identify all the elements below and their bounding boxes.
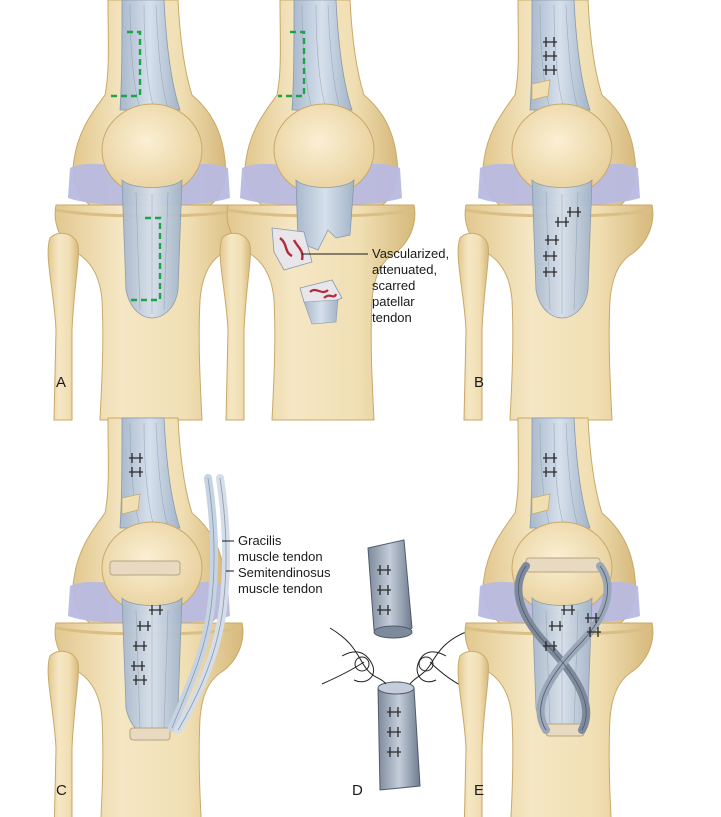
panel-d-graft-suture-detail	[321, 539, 471, 791]
callout-line: muscle tendon	[238, 581, 323, 596]
panel-label-c: C	[56, 782, 67, 799]
callout-gracilis: Gracilis muscle tendon	[238, 533, 323, 565]
panel-label-e: E	[474, 782, 485, 799]
callout-semitendinosus: Semitendinosus muscle tendon	[238, 565, 331, 597]
callout-line: Gracilis	[238, 533, 282, 548]
callout-line: Vascularized,	[372, 246, 450, 261]
callout-scarred-patellar-tendon: Vascularized, attenuated, scarred patell…	[372, 246, 449, 326]
callout-line: muscle tendon	[238, 549, 323, 564]
cut-line-icon	[110, 30, 142, 98]
callout-line: tendon	[372, 310, 412, 325]
panel-a-scarred-knee	[218, 0, 417, 422]
panel-label-b: B	[474, 374, 485, 391]
callout-line: attenuated,	[372, 262, 438, 277]
panel-e-knee	[456, 416, 655, 817]
panel-a-knee	[46, 0, 245, 422]
panel-c-knee	[46, 416, 245, 817]
callout-line: Semitendinosus	[238, 565, 331, 580]
panel-b-knee	[456, 0, 655, 422]
panel-label-d: D	[352, 782, 363, 799]
fixation-pin-icon	[109, 560, 181, 576]
callout-line: scarred	[372, 278, 416, 293]
callout-line: patellar	[372, 294, 415, 309]
panel-label-a: A	[56, 374, 67, 391]
